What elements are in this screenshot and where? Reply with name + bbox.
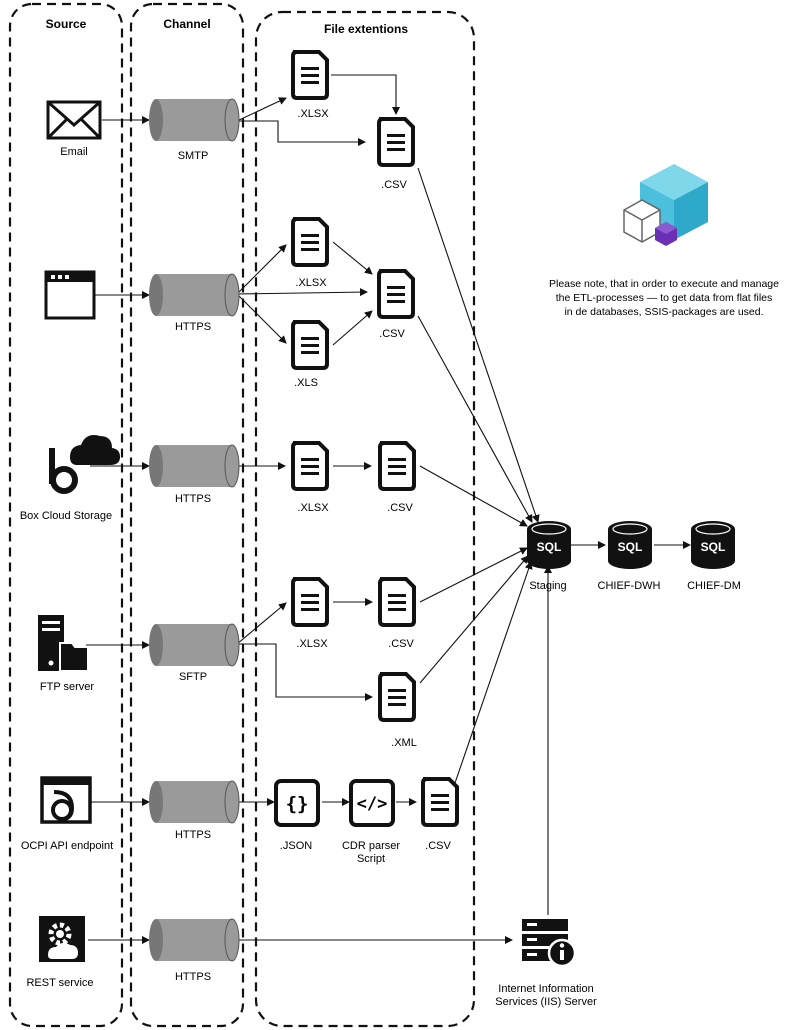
pipe-https-rest-icon [148, 918, 240, 962]
xlsx-file-icon [291, 50, 329, 100]
csv-file-icon [377, 117, 415, 167]
xlsx-file-icon [291, 217, 329, 267]
xlsx-file-icon [291, 441, 329, 491]
csv-file-icon [378, 577, 416, 627]
channel-label-smtp: SMTP [178, 150, 209, 162]
channel-lane-title: Channel [163, 17, 210, 31]
file-label-box-xlsx: .XLSX [297, 502, 329, 514]
csv-file-icon [421, 777, 459, 827]
pipe-sftp-icon [148, 623, 240, 667]
channel-label-https-web: HTTPS [175, 321, 211, 333]
pipe-https-api-icon [148, 780, 240, 824]
source-lane-title: Source [46, 17, 87, 31]
sql-badge: SQL [537, 540, 562, 554]
xml-file-icon [378, 672, 416, 722]
source-label-ftp: FTP server [40, 681, 95, 693]
db-label-staging: Staging [529, 580, 566, 592]
channel-lane [129, 2, 245, 1028]
iis-label-line2: Services (IIS) Server [495, 996, 597, 1008]
source-label-api: OCPI API endpoint [21, 840, 113, 852]
file-label-ftp-csv: .CSV [388, 638, 414, 650]
sql-badge: SQL [618, 540, 643, 554]
note-line1: Please note, that in order to execute an… [549, 278, 779, 290]
xls-file-icon [291, 320, 329, 370]
iis-label-line1: Internet Information [498, 983, 593, 995]
connectors [86, 74, 691, 944]
channel-label-https-box: HTTPS [175, 493, 211, 505]
iis-server-icon [522, 919, 577, 968]
ssis-cubes-icon [623, 164, 708, 246]
csv-file-icon [377, 269, 415, 319]
box-cloud-icon [49, 435, 120, 494]
note-line3: in de databases, SSIS-packages are used. [564, 306, 763, 318]
file-label-ftp-xlsx: .XLSX [296, 638, 328, 650]
db-label-dm: CHIEF-DM [687, 580, 741, 592]
file-label-box-csv: .CSV [387, 502, 413, 514]
ftp-server-icon [38, 615, 89, 672]
file-label-web-csv: .CSV [379, 328, 405, 340]
file-label-parser-line1: CDR parser [342, 840, 400, 852]
note-line2: the ETL-processes — to get data from fla… [556, 292, 773, 304]
code-script-icon: </> [349, 779, 395, 827]
xlsx-file-icon [291, 577, 329, 627]
files-lane [254, 10, 476, 1028]
file-label-web-xls: .XLS [294, 377, 318, 389]
file-label-email-csv: .CSV [381, 179, 407, 191]
file-label-email-xlsx: .XLSX [297, 108, 329, 120]
envelope-icon [46, 100, 102, 140]
api-endpoint-icon [40, 776, 92, 824]
source-label-rest: REST service [26, 977, 93, 989]
source-label-box: Box Cloud Storage [20, 510, 112, 522]
gear-cloud-icon [39, 916, 85, 962]
files-lane-title: File extentions [324, 22, 408, 36]
file-label-ftp-xml: .XML [391, 737, 417, 749]
pipe-smtp-icon [148, 98, 240, 142]
sql-badge: SQL [701, 540, 726, 554]
file-label-parser-line2: Script [357, 853, 385, 865]
channel-label-https-rest: HTTPS [175, 971, 211, 983]
browser-window-icon [44, 270, 96, 320]
db-label-dwh: CHIEF-DWH [598, 580, 661, 592]
json-file-icon: {} [274, 779, 320, 827]
staging-database-icon: SQL [526, 520, 572, 570]
pipe-https-box-icon [148, 444, 240, 488]
dm-database-icon: SQL [690, 520, 736, 570]
file-label-web-xlsx: .XLSX [295, 277, 327, 289]
channel-label-sftp: SFTP [179, 671, 207, 683]
source-label-email: Email [60, 146, 88, 158]
csv-file-icon [378, 441, 416, 491]
svg-text:{}: {} [286, 793, 309, 815]
svg-text:</>: </> [357, 794, 388, 814]
channel-label-https-api: HTTPS [175, 829, 211, 841]
file-label-api-csv: .CSV [425, 840, 451, 852]
pipe-https-web-icon [148, 273, 240, 317]
source-lane [8, 2, 124, 1028]
file-label-api-json: .JSON [280, 840, 312, 852]
dwh-database-icon: SQL [607, 520, 653, 570]
